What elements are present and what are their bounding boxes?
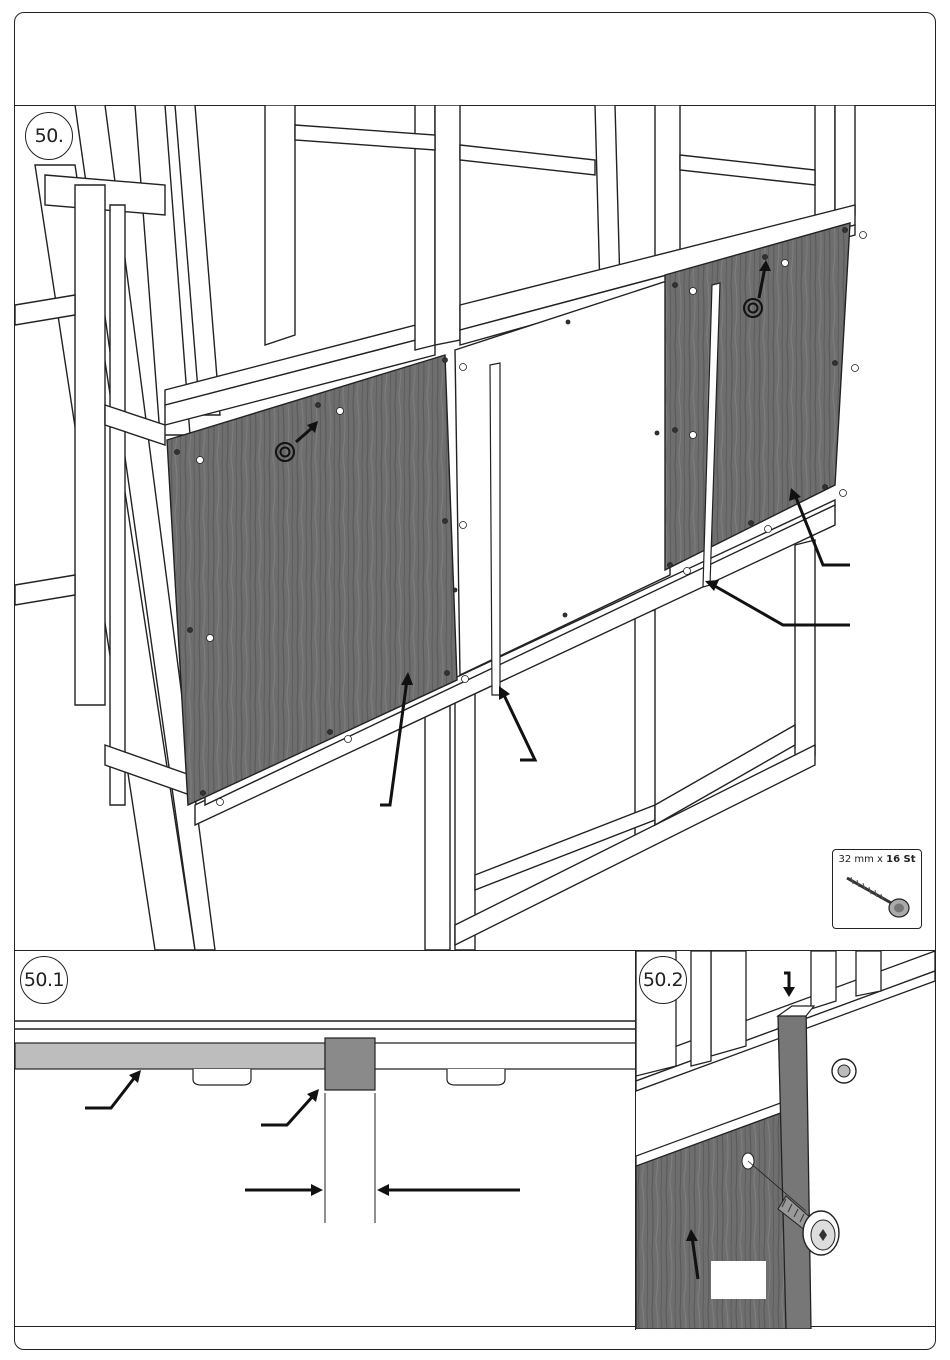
header-band: [15, 13, 935, 106]
detail-1-panel: 50.1: [15, 951, 635, 1329]
batten-middle: [490, 363, 500, 695]
step-number-main: 50.: [25, 112, 73, 160]
washer-icon: [832, 1059, 856, 1083]
main-illustration: [15, 105, 935, 950]
detail-2-panel: 50.2: [636, 951, 935, 1329]
detail-2-illustration: [636, 951, 935, 1329]
screw-icon: [833, 868, 921, 928]
left-wall-panel: [167, 355, 457, 805]
detail-1-illustration: [15, 951, 635, 1329]
gray-panel-edge: [15, 1043, 325, 1069]
footer-band: [15, 1326, 935, 1349]
batten-section: [325, 1038, 375, 1090]
step-number-detail-2: 50.2: [639, 956, 687, 1004]
main-illustration-panel: 50.: [15, 105, 935, 950]
hardware-label: 32 mm x 16 St: [833, 854, 921, 865]
hardware-callout: 32 mm x 16 St: [832, 849, 922, 929]
step-number-detail-1: 50.1: [20, 956, 68, 1004]
